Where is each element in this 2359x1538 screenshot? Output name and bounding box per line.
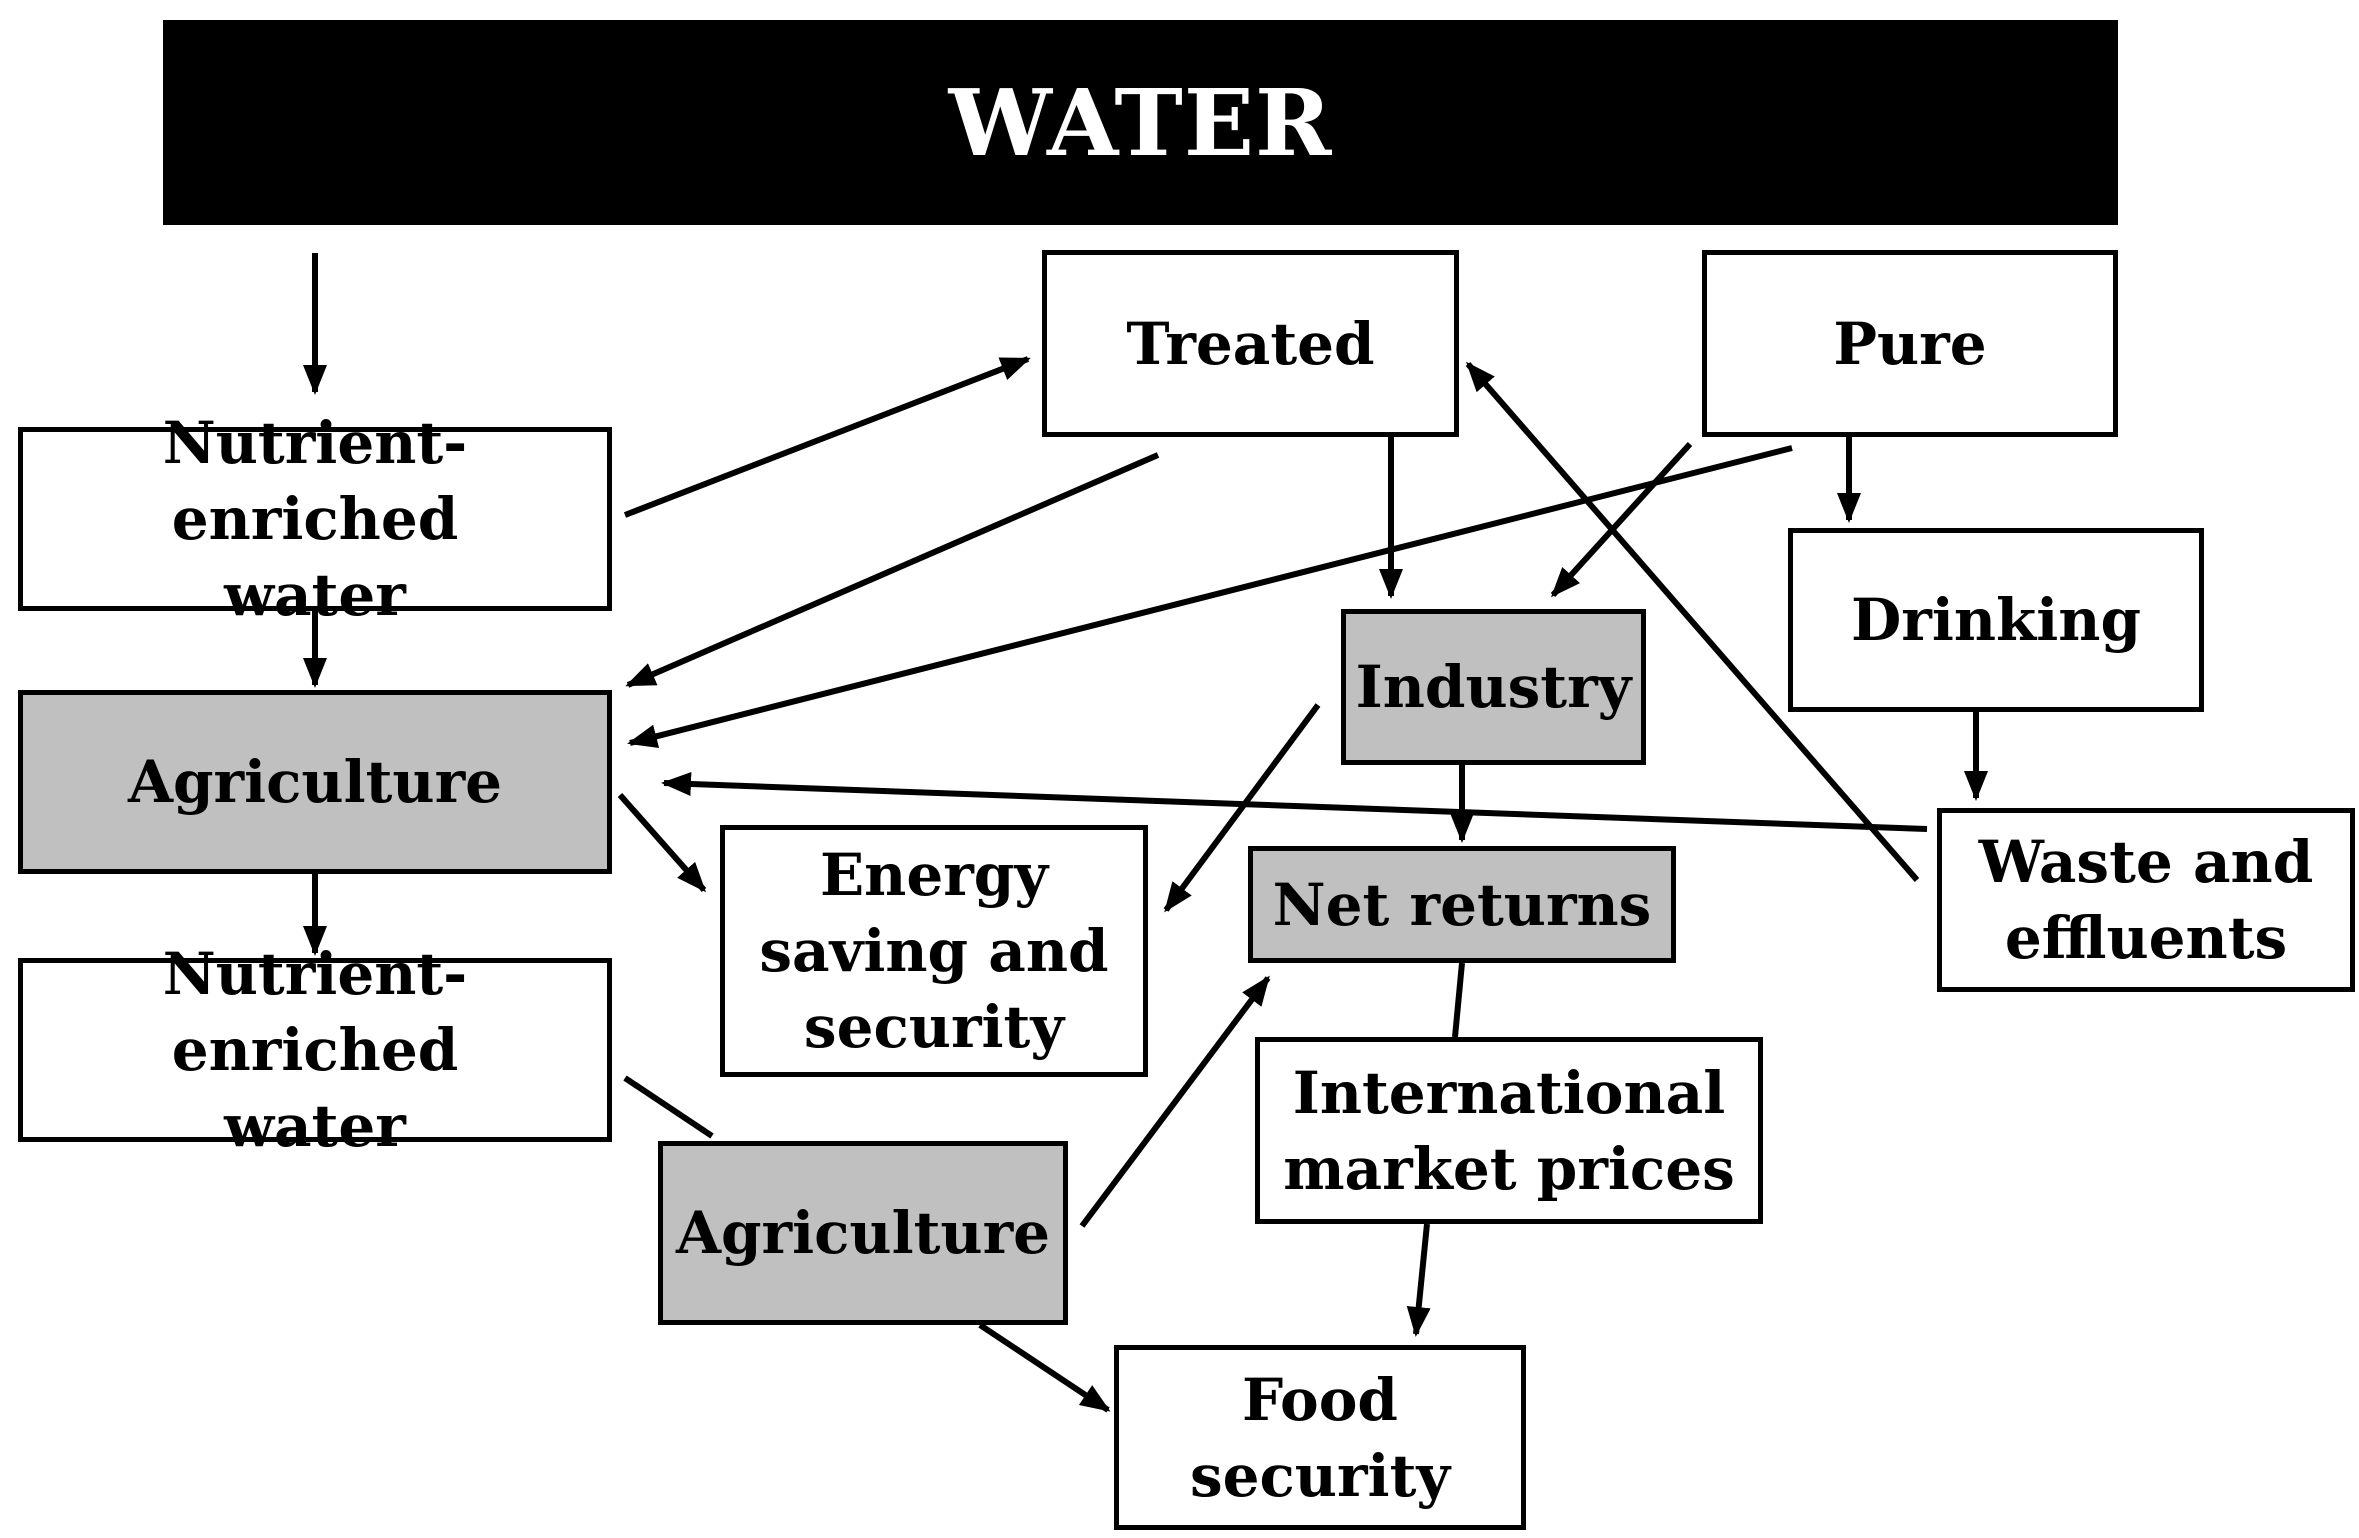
pure-node: Pure [1702, 250, 2118, 437]
arrow-agriculture-to-energy [617, 793, 707, 893]
nutrient-enriched-water-node-bottom: Nutrient-enriched water [18, 940, 612, 1160]
waste-effluents-node: Waste and effluents [1937, 808, 2355, 992]
agriculture-node-bottom: Agriculture [658, 1141, 1068, 1325]
arrow-nutrient-to-treated [623, 356, 1031, 518]
treated-node: Treated [1042, 250, 1459, 437]
line-nutrient-to-agriculture-bottom [623, 1075, 714, 1139]
arrow-international-to-food [1406, 1223, 1431, 1337]
line-netreturns-to-international [1452, 962, 1465, 1038]
nutrient-enriched-water-node-top: Nutrient-enriched water [18, 409, 612, 629]
water-header: WATER [163, 20, 2118, 225]
arrow-waste-to-agriculture [661, 771, 1928, 832]
industry-node: Industry [1341, 609, 1646, 765]
energy-saving-security-node: Energy saving and security [720, 825, 1148, 1077]
arrow-pure-to-industry [1550, 441, 1693, 598]
net-returns-node: Net returns [1248, 846, 1676, 963]
arrow-treated-to-agriculture [625, 452, 1160, 688]
food-security-node: Food security [1114, 1345, 1526, 1530]
arrow-agriculture-to-food [978, 1322, 1111, 1413]
drinking-node: Drinking [1788, 528, 2204, 712]
international-market-prices-node: International market prices [1255, 1037, 1763, 1224]
agriculture-node-left: Agriculture [18, 690, 612, 874]
